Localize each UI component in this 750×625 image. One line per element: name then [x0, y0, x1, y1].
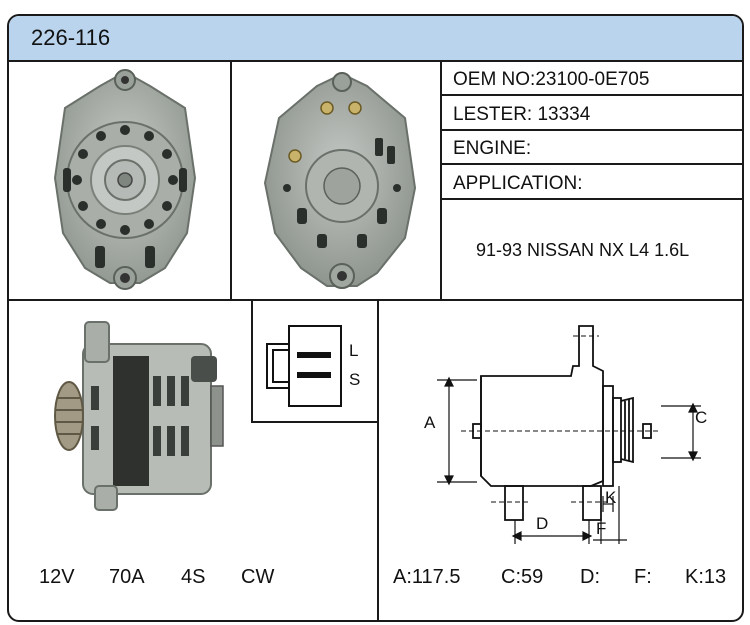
spec-k: K:13 — [685, 566, 727, 588]
application-label: APPLICATION: — [453, 173, 583, 194]
dimension-drawing — [437, 325, 701, 544]
dimension-a-label: A — [424, 413, 436, 432]
alternator-front-photo — [53, 69, 197, 290]
oem-label: OEM NO: — [453, 69, 536, 90]
spec-amperage: 70A — [109, 566, 145, 588]
dimension-d-label: D — [536, 514, 549, 533]
divider — [440, 60, 442, 300]
alternator-side-photo — [54, 321, 224, 511]
divider — [251, 421, 379, 423]
part-number: 226-116 — [31, 25, 111, 50]
engine-row: ENGINE: — [453, 138, 531, 160]
dimension-k-label: K — [605, 488, 617, 507]
oem-value: 23100-0E705 — [535, 69, 650, 90]
divider — [440, 163, 742, 165]
spec-c: C:59 — [501, 566, 544, 588]
pin-l-label: L — [349, 341, 359, 360]
divider — [440, 198, 742, 200]
dimension-c-label: C — [695, 408, 708, 427]
spec-d: D: — [580, 566, 600, 588]
oem-row: OEM NO:23100-0E705 — [453, 69, 649, 91]
divider — [9, 299, 742, 301]
divider — [440, 129, 742, 131]
product-sheet: 226-116 OEM NO:23100-0E705 LESTER: 13334… — [7, 14, 744, 622]
divider — [251, 299, 253, 423]
lester-value: 13334 — [537, 104, 591, 125]
spec-f: F: — [634, 566, 652, 588]
spec-rotation: CW — [241, 566, 275, 588]
lester-label: LESTER: — [453, 104, 533, 125]
spec-voltage: 12V — [39, 566, 75, 588]
application-row: APPLICATION: — [453, 173, 583, 195]
connector-plug-diagram — [266, 325, 342, 407]
divider — [440, 94, 742, 96]
lester-row: LESTER: 13334 — [453, 104, 590, 126]
pin-s-label: S — [349, 370, 361, 389]
engine-label: ENGINE: — [453, 138, 532, 159]
divider — [377, 299, 379, 620]
application-value: 91-93 NISSAN NX L4 1.6L — [476, 240, 690, 260]
dimension-f-label: F — [596, 519, 607, 538]
spec-a: A:117.5 — [393, 566, 461, 588]
spec-groove: 4S — [181, 566, 206, 588]
header-bar: 226-116 — [9, 16, 742, 62]
divider — [230, 60, 232, 300]
alternator-rear-photo — [263, 72, 417, 289]
